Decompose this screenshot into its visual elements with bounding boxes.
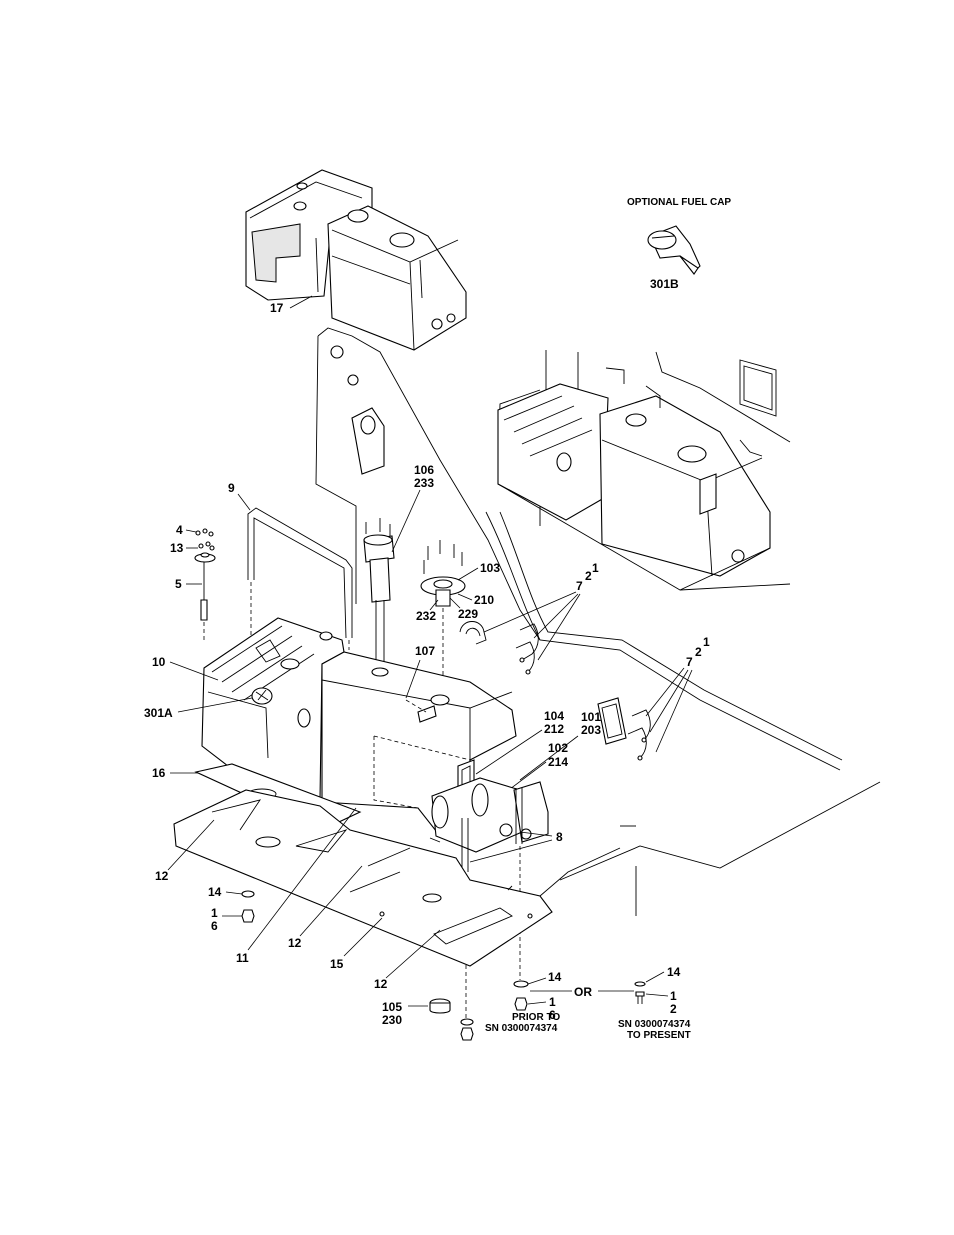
hose-clamps-lower bbox=[598, 698, 650, 760]
leader-1e bbox=[646, 994, 668, 996]
leader-15 bbox=[344, 918, 382, 956]
callout-12-mid: 12 bbox=[288, 936, 302, 950]
hardware-left bbox=[242, 891, 254, 922]
callout-2-upper: 2 bbox=[585, 569, 592, 583]
leader-1d bbox=[528, 1002, 546, 1004]
callout-7-upper: 7 bbox=[576, 579, 583, 593]
optional-fuel-cap-caption: OPTIONAL FUEL CAP bbox=[627, 197, 731, 208]
leader-4 bbox=[186, 530, 196, 532]
callout-12-right: 12 bbox=[374, 977, 388, 991]
callout-13: 13 bbox=[170, 541, 184, 555]
optional-fuel-cap-301b bbox=[648, 226, 700, 274]
callout-1-upper: 1 bbox=[592, 561, 599, 575]
leader-210 bbox=[458, 594, 472, 600]
callout-7-lower: 7 bbox=[686, 655, 693, 669]
callout-1-bottom: 1 bbox=[549, 995, 556, 1009]
fuel-cap-301a bbox=[252, 688, 272, 704]
prior-to-caption: PRIOR TO bbox=[512, 1012, 560, 1023]
callout-101: 101 bbox=[581, 710, 601, 724]
callout-232: 232 bbox=[416, 609, 436, 623]
leader-7b-3 bbox=[656, 670, 692, 752]
callout-12-left: 12 bbox=[155, 869, 169, 883]
prior-to-sn-caption: SN 0300074374 bbox=[485, 1023, 558, 1034]
callout-1-lower: 1 bbox=[703, 635, 710, 649]
callout-4: 4 bbox=[176, 523, 183, 537]
leader-103 bbox=[458, 568, 478, 580]
callout-301a: 301A bbox=[144, 706, 173, 720]
callout-102: 102 bbox=[548, 741, 568, 755]
callout-15: 15 bbox=[330, 957, 344, 971]
to-present-caption: TO PRESENT bbox=[627, 1030, 691, 1041]
leader-14a bbox=[226, 892, 242, 894]
hose-clamps-upper bbox=[460, 622, 538, 675]
callout-301b: 301B bbox=[650, 277, 679, 291]
callout-10: 10 bbox=[152, 655, 166, 669]
callout-1-right: 1 bbox=[670, 989, 677, 1003]
callout-11: 11 bbox=[236, 951, 249, 965]
to-present-sn-caption: SN 0300074374 bbox=[618, 1019, 691, 1030]
callout-14-left: 14 bbox=[208, 885, 222, 899]
callout-104: 104 bbox=[544, 709, 564, 723]
callout-6-left: 6 bbox=[211, 919, 218, 933]
leader-7a-3 bbox=[538, 594, 580, 660]
callout-9: 9 bbox=[228, 481, 235, 495]
fuel-tank-assembly-17 bbox=[246, 170, 466, 350]
leader-7b-1 bbox=[646, 668, 684, 716]
callout-14-bottom: 14 bbox=[548, 970, 562, 984]
callout-1-left: 1 bbox=[211, 906, 218, 920]
leader-14b bbox=[528, 978, 546, 984]
or-label: OR bbox=[574, 985, 592, 999]
callout-229: 229 bbox=[458, 607, 478, 621]
callout-5: 5 bbox=[175, 577, 182, 591]
callout-8: 8 bbox=[556, 830, 563, 844]
leader-9 bbox=[238, 494, 250, 510]
callout-233: 233 bbox=[414, 476, 434, 490]
callout-17: 17 bbox=[270, 301, 284, 315]
installed-reference-view bbox=[498, 350, 790, 590]
callout-2-right: 2 bbox=[670, 1002, 677, 1016]
callout-14-right: 14 bbox=[667, 965, 681, 979]
leader-229 bbox=[450, 598, 460, 608]
callout-214: 214 bbox=[548, 755, 568, 769]
filter-106-233 bbox=[364, 518, 394, 679]
leader-106 bbox=[392, 490, 420, 552]
callout-106: 106 bbox=[414, 463, 434, 477]
callout-212: 212 bbox=[544, 722, 564, 736]
callout-2-lower: 2 bbox=[695, 645, 702, 659]
callout-16: 16 bbox=[152, 766, 166, 780]
callout-230: 230 bbox=[382, 1013, 402, 1027]
callout-103: 103 bbox=[480, 561, 500, 575]
callout-107: 107 bbox=[415, 644, 435, 658]
callout-210: 210 bbox=[474, 593, 494, 607]
leader-14c bbox=[646, 972, 664, 982]
sender-4-13-5 bbox=[195, 529, 215, 640]
callout-105: 105 bbox=[382, 1000, 402, 1014]
callout-203: 203 bbox=[581, 723, 601, 737]
